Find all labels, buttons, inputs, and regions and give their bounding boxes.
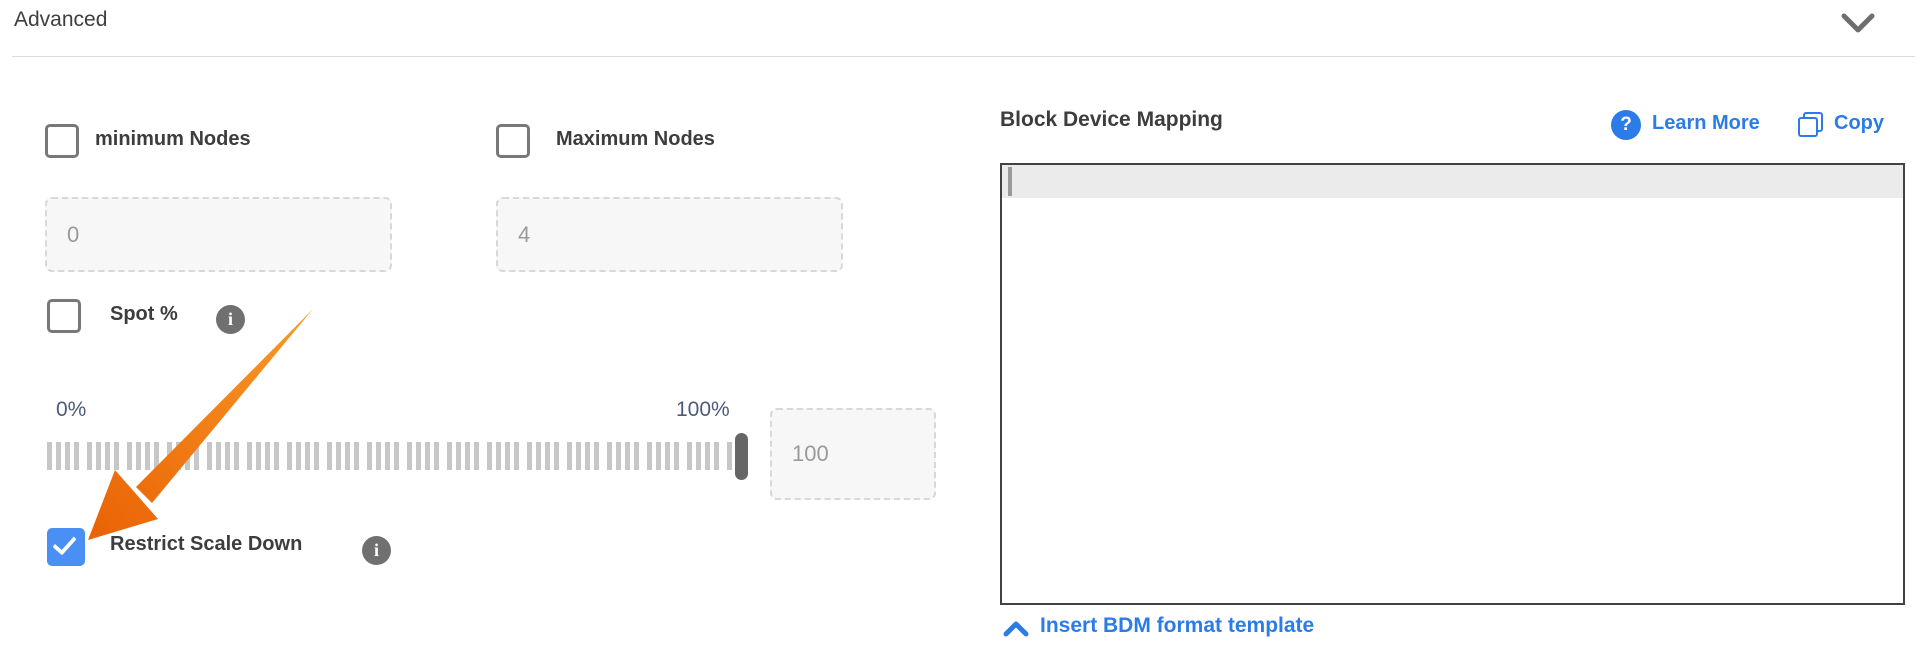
restrict-scale-down-label: Restrict Scale Down (110, 533, 303, 555)
learn-more-link[interactable]: Learn More (1652, 112, 1760, 134)
info-icon[interactable]: i (216, 305, 245, 334)
slider-min-label: 0% (56, 398, 87, 421)
spot-percent-checkbox[interactable] (47, 299, 81, 333)
minimum-nodes-input[interactable] (45, 197, 392, 272)
spot-percent-slider-track[interactable] (47, 442, 739, 470)
editor-active-line (1002, 165, 1903, 198)
chevron-down-icon[interactable] (1840, 10, 1876, 36)
question-icon[interactable]: ? (1611, 110, 1641, 140)
minimum-nodes-checkbox[interactable] (45, 124, 79, 158)
section-title: Advanced (14, 8, 108, 31)
maximum-nodes-label: Maximum Nodes (556, 128, 715, 150)
section-divider (12, 56, 1915, 57)
copy-icon-front-square (1798, 117, 1818, 137)
bdm-editor[interactable] (1000, 163, 1905, 605)
block-device-mapping-title: Block Device Mapping (1000, 108, 1223, 131)
info-icon[interactable]: i (362, 536, 391, 565)
maximum-nodes-input[interactable] (496, 197, 843, 272)
restrict-scale-down-checkbox[interactable] (47, 528, 85, 566)
spot-percent-label: Spot % (110, 303, 178, 325)
copy-button[interactable]: Copy (1834, 112, 1884, 134)
spot-percent-value-input[interactable] (770, 408, 936, 500)
editor-caret (1008, 167, 1012, 196)
slider-handle[interactable] (735, 433, 748, 480)
minimum-nodes-label: minimum Nodes (95, 128, 251, 150)
maximum-nodes-checkbox[interactable] (496, 124, 530, 158)
chevron-up-icon[interactable] (1003, 620, 1029, 638)
copy-icon[interactable] (1798, 112, 1824, 140)
slider-max-label: 100% (676, 398, 730, 421)
insert-bdm-template-link[interactable]: Insert BDM format template (1040, 614, 1315, 637)
